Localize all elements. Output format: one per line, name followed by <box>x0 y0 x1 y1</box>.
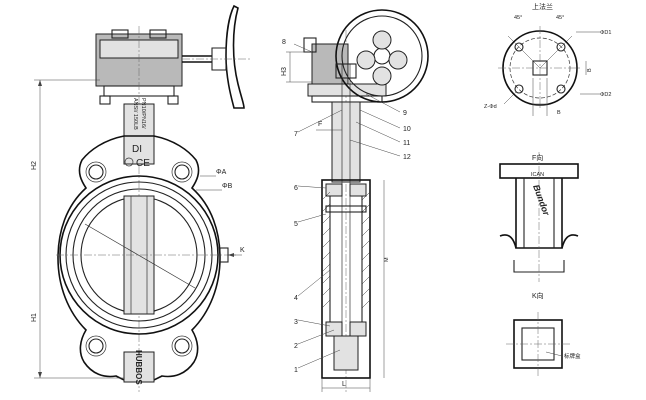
flange-d2: ΦD2 <box>600 92 611 98</box>
body-mark-ce: CE <box>136 158 150 169</box>
handwheel-side <box>225 4 245 109</box>
dim-h2: H2 <box>31 161 38 170</box>
f-view-mark: ICAN <box>531 172 544 178</box>
f-view-side-text: Bundor <box>531 183 552 217</box>
side-body <box>321 179 371 379</box>
body-marking-1: PN10/PN16/ <box>140 98 146 129</box>
part-callout-7: 7 <box>294 131 298 138</box>
f-direction-view: F向 ICAN Bundor <box>499 152 579 282</box>
dim-m: M <box>384 257 390 262</box>
k-view-note: 标牌盒 <box>564 352 581 360</box>
angle-right: 45° <box>556 15 564 21</box>
dim-h1: H1 <box>31 313 38 322</box>
k-direction-view: K向 标牌盒 <box>506 291 581 376</box>
dim-b: ΦB <box>222 183 233 190</box>
part-callout-3: 3 <box>294 319 298 326</box>
dim-k: K <box>240 247 245 254</box>
dim-a: ΦA <box>216 169 227 176</box>
part-callout-12: 12 <box>403 154 411 161</box>
angle-left: 45° <box>514 15 522 21</box>
part-callout-5: 5 <box>294 221 298 228</box>
body-mark-di: DI <box>132 144 142 155</box>
part-callout-8: 8 <box>282 39 286 46</box>
dim-l: L <box>342 381 346 388</box>
part-callout-2: 2 <box>294 343 298 350</box>
flange-d1: ΦD1 <box>600 30 611 36</box>
side-view: H3 F L M 8 7 6 5 4 3 2 1 9 <box>281 9 429 392</box>
dim-h3: H3 <box>281 67 288 76</box>
flange-b-side: B <box>587 68 593 72</box>
part-callout-9: 9 <box>403 110 407 117</box>
part-callout-1: 1 <box>294 367 298 374</box>
part-callout-4: 4 <box>294 295 298 302</box>
handwheel-face <box>335 9 429 103</box>
k-view-title: K向 <box>532 291 544 300</box>
part-callout-10: 10 <box>403 126 411 133</box>
flange-zd: Z-Φd <box>484 104 497 110</box>
body-marking-2: ANSI/ 150LB <box>132 98 138 130</box>
front-view: PN10/PN16/ ANSI/ 150LB DI CE HUBBOS H2 H… <box>31 4 252 392</box>
flange-b: B <box>557 110 561 116</box>
top-flange-view: 上法兰 45° 45° ΦD1 ΦD2 Z-Φd B B <box>484 2 611 116</box>
part-callout-6: 6 <box>294 185 298 192</box>
part-callout-11: 11 <box>403 140 410 147</box>
stem-column <box>331 101 361 183</box>
dim-f: F <box>318 121 322 128</box>
top-flange-title: 上法兰 <box>532 2 553 11</box>
brand-mark: HUBBOS <box>134 350 143 385</box>
f-view-title: F向 <box>532 153 543 162</box>
